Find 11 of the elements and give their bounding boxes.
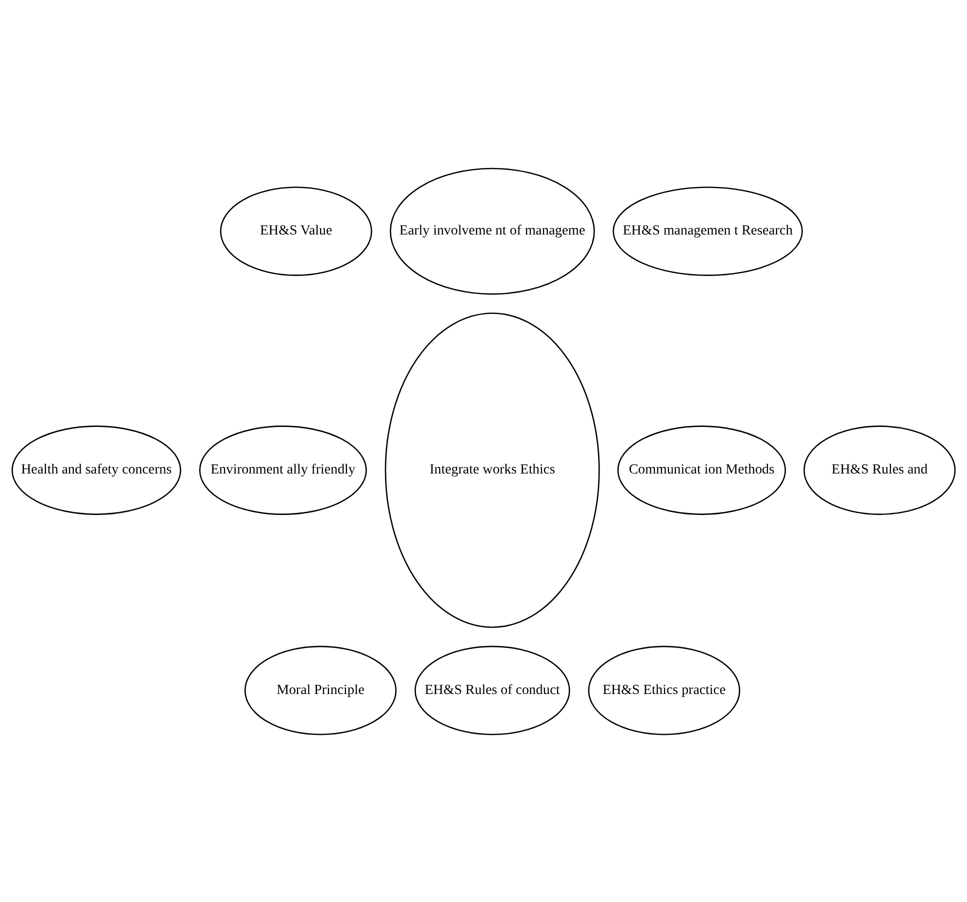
node-ellipse: Integrate works Ethics: [384, 312, 600, 628]
node-ellipse: EH&S Rules and: [803, 425, 956, 514]
node-ellipse: EH&S Ethics practice: [588, 645, 740, 735]
node-ellipse: Environment ally friendly: [199, 425, 367, 514]
node-ellipse: Moral Principle: [244, 645, 397, 735]
node-ellipse: EH&S Value: [220, 186, 372, 276]
node-ellipse: Communicat ion Methods: [617, 425, 786, 514]
node-ellipse: EH&S Rules of conduct: [414, 645, 570, 735]
node-ellipse: Health and safety concerns: [12, 425, 182, 514]
node-ellipse: Early involveme nt of manageme: [390, 167, 595, 294]
node-ellipse: EH&S managemen t Research: [612, 186, 803, 276]
